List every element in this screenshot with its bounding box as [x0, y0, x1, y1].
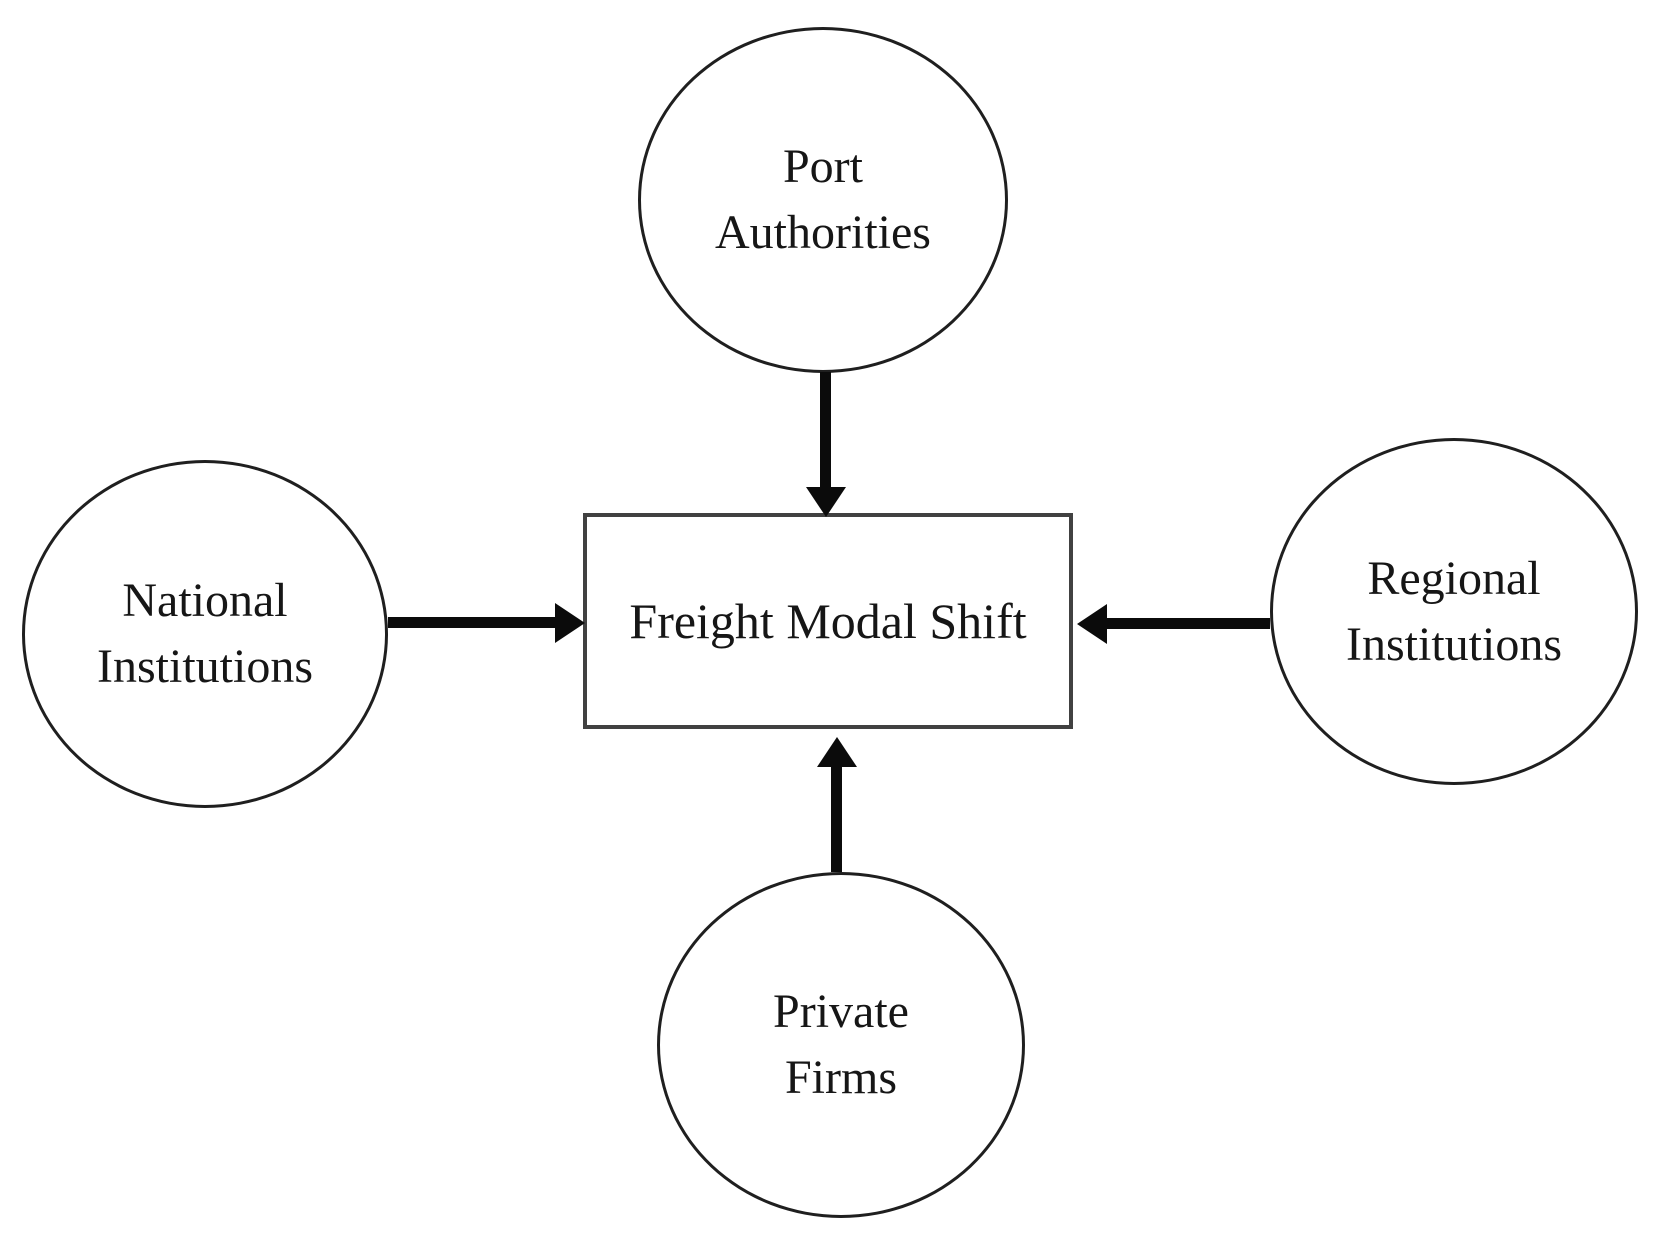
arrow-left-shaft [388, 617, 558, 628]
arrow-bottom-up-arrowhead-icon [817, 737, 857, 767]
arrow-top-down-arrowhead-icon [806, 487, 846, 517]
node-port-authorities: Port Authorities [638, 27, 1008, 373]
arrow-right-shaft [1105, 618, 1270, 629]
node-private-firms-label-line2: Firms [784, 1051, 898, 1104]
node-port-authorities-label-line2: Authorities [715, 206, 931, 259]
arrow-bottom-shaft [831, 765, 842, 872]
node-regional-institutions: Regional Institutions [1270, 438, 1638, 785]
node-regional-institutions-label-line2: Institutions [1345, 617, 1563, 671]
arrow-left-right-arrowhead-icon [555, 603, 585, 643]
node-private-firms: Private Firms [657, 872, 1025, 1218]
node-national-institutions: National Institutions [22, 460, 388, 808]
node-national-institutions-label-line2: Institutions [96, 640, 314, 693]
node-regional-institutions-label-line1: Regional [1367, 551, 1541, 605]
node-port-authorities-label-line1: Port [782, 140, 863, 193]
arrow-top-shaft [820, 372, 831, 490]
center-box-label: Freight Modal Shift [629, 592, 1027, 649]
node-private-firms-label-line1: Private [773, 985, 909, 1038]
center-box-freight-modal-shift: Freight Modal Shift [583, 513, 1073, 729]
node-national-institutions-label-line1: National [122, 574, 288, 627]
arrow-right-left-arrowhead-icon [1077, 604, 1107, 644]
